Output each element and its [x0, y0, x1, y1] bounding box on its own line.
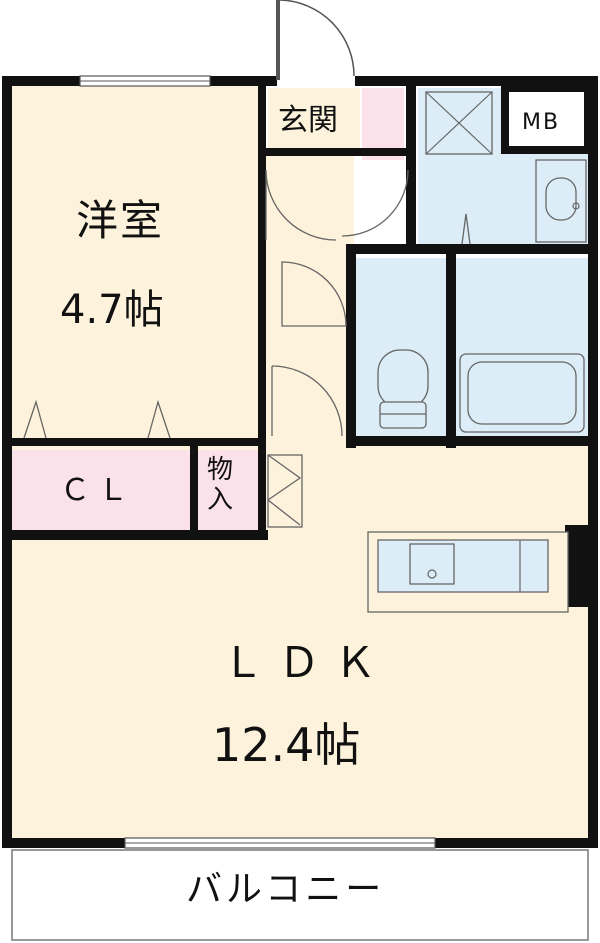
meter-box-label: MB — [522, 110, 561, 135]
hallway-floor — [262, 150, 354, 450]
wall-western-room-right — [258, 86, 266, 446]
washing-machine-space — [425, 91, 493, 155]
wall-toilet-right — [446, 244, 456, 448]
storage-label: 物入 — [207, 455, 234, 515]
western-room-size: 4.7帖 — [60, 287, 164, 333]
toilet-fixture — [377, 349, 429, 409]
ldk-size: 12.4帖 — [212, 718, 361, 772]
western-room-name: 洋室 — [76, 196, 165, 245]
door-swing-toilet — [281, 261, 347, 327]
door-swing-ldk — [271, 365, 343, 437]
balcony-label: バルコニー — [186, 869, 386, 910]
entrance-door-leaf — [276, 0, 280, 80]
wall-wet-top — [348, 244, 592, 254]
door-swing-western-room — [265, 169, 337, 241]
wall-storage-right — [258, 446, 266, 536]
door-swing-washroom — [341, 169, 409, 237]
wall-toilet-left — [346, 244, 356, 448]
wall-closet-right — [190, 446, 198, 536]
ldk-name: ＬＤＫ — [222, 638, 391, 687]
entrance-label: 玄関 — [278, 103, 338, 138]
wall-western-room-bottom — [12, 438, 266, 446]
door-swing-storage — [267, 454, 302, 526]
entrance-door-swing — [279, 0, 355, 77]
wall-wet-bottom — [346, 436, 592, 446]
balcony-floor — [11, 849, 589, 941]
wall-entrance-bottom — [262, 148, 412, 156]
closet-doors — [23, 213, 471, 439]
kitchen-sink — [409, 543, 455, 585]
wall-closet-bottom — [12, 530, 268, 540]
closet-label: ＣＬ — [60, 473, 136, 508]
entrance-step — [268, 88, 360, 148]
kitchen-end-column — [565, 525, 588, 607]
closet-floor — [12, 450, 192, 532]
western-room-floor — [12, 85, 260, 440]
storage-floor — [198, 450, 258, 532]
washbasin — [535, 159, 587, 243]
wall-left — [2, 76, 12, 848]
wall-top-right — [355, 76, 598, 86]
wall-entrance-right — [406, 86, 416, 246]
meter-box-frame — [501, 84, 592, 154]
bathtub — [459, 353, 585, 433]
wall-right — [588, 76, 598, 848]
